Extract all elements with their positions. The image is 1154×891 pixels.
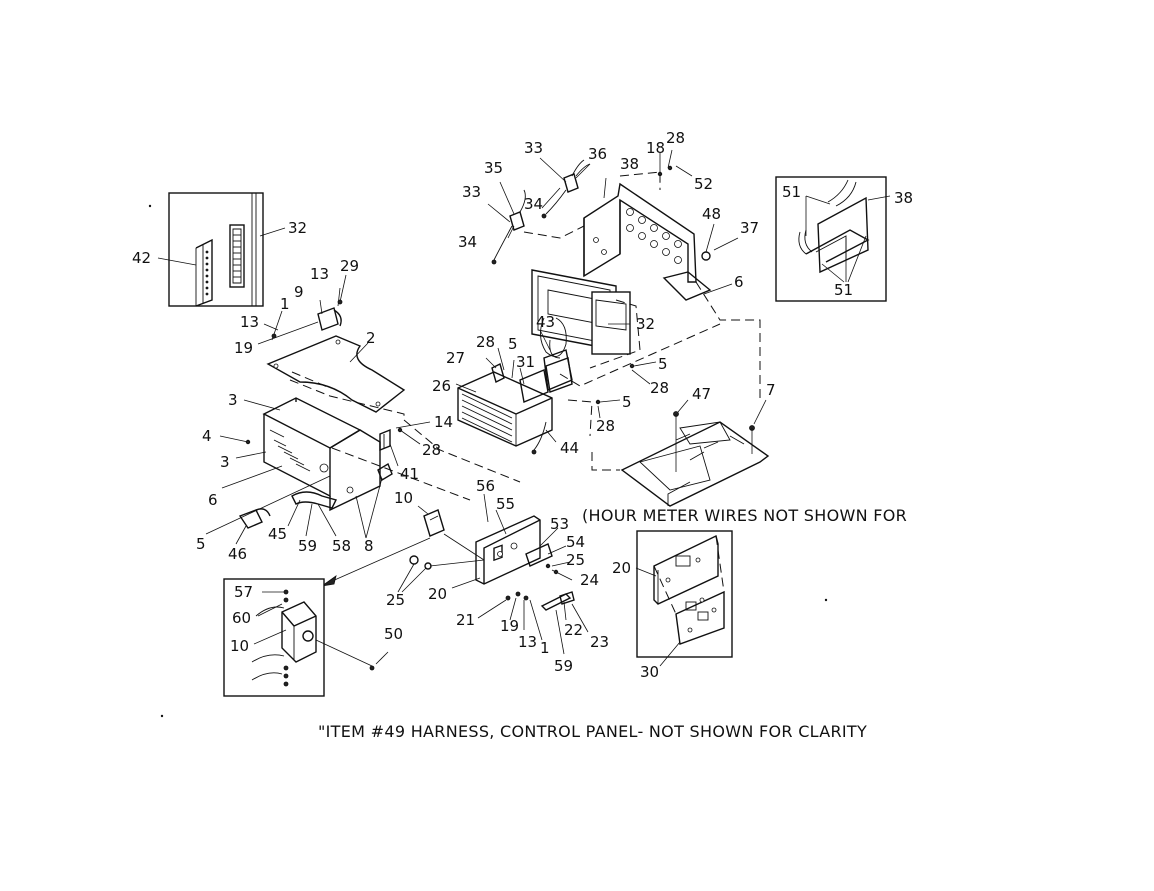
callout-21: 21 — [456, 612, 475, 628]
callout-55: 55 — [496, 496, 515, 512]
callout-18: 18 — [646, 140, 665, 156]
callout-60: 60 — [232, 610, 251, 626]
callout-9: 9 — [294, 284, 304, 300]
callout-25: 25 — [386, 592, 405, 608]
callout-5: 5 — [196, 536, 206, 552]
control-box-housing — [206, 398, 380, 534]
callout-43: 43 — [536, 314, 555, 330]
callout-6: 6 — [734, 274, 744, 290]
lower-left-small-parts — [236, 464, 392, 544]
callout-58: 58 — [332, 538, 351, 554]
callout-38: 38 — [894, 190, 913, 206]
callout-32: 32 — [636, 316, 655, 332]
harness-note: "ITEM #49 HARNESS, CONTROL PANEL- NOT SH… — [318, 722, 867, 741]
callout-26: 26 — [432, 378, 451, 394]
callout-56: 56 — [476, 478, 495, 494]
callout-37: 37 — [740, 220, 759, 236]
callout-3: 3 — [228, 392, 238, 408]
callout-59: 59 — [298, 538, 317, 554]
callout-45: 45 — [268, 526, 287, 542]
callout-8: 8 — [364, 538, 374, 554]
callout-10: 10 — [394, 490, 413, 506]
callout-50: 50 — [384, 626, 403, 642]
callout-33: 33 — [524, 140, 543, 156]
callout-6: 6 — [208, 492, 218, 508]
callout-2: 2 — [366, 330, 376, 346]
callout-46: 46 — [228, 546, 247, 562]
callout-5: 5 — [658, 356, 668, 372]
callout-28: 28 — [476, 334, 495, 350]
callout-34: 34 — [524, 196, 543, 212]
callout-20: 20 — [612, 560, 631, 576]
callout-3: 3 — [220, 454, 230, 470]
callout-19: 19 — [234, 340, 253, 356]
callout-4: 4 — [202, 428, 212, 444]
callout-22: 22 — [564, 622, 583, 638]
callout-13: 13 — [310, 266, 329, 282]
callout-42: 42 — [132, 250, 151, 266]
callout-19: 19 — [500, 618, 519, 634]
callout-41: 41 — [400, 466, 419, 482]
callout-28: 28 — [650, 380, 669, 396]
callout-32: 32 — [288, 220, 307, 236]
callout-53: 53 — [550, 516, 569, 532]
callout-33: 33 — [462, 184, 481, 200]
callout-57: 57 — [234, 584, 253, 600]
callout-28: 28 — [596, 418, 615, 434]
callout-1: 1 — [540, 640, 550, 656]
callout-35: 35 — [484, 160, 503, 176]
callout-10: 10 — [230, 638, 249, 654]
callout-30: 30 — [640, 664, 659, 680]
callout-5: 5 — [622, 394, 632, 410]
callout-47: 47 — [692, 386, 711, 402]
rear-panel-assembly — [322, 494, 588, 654]
callout-48: 48 — [702, 206, 721, 222]
callout-54: 54 — [566, 534, 585, 550]
callout-27: 27 — [446, 350, 465, 366]
callout-5: 5 — [508, 336, 518, 352]
callout-24: 24 — [580, 572, 599, 588]
connector-detail-inset — [158, 193, 285, 306]
callout-28: 28 — [666, 130, 685, 146]
callout-44: 44 — [560, 440, 579, 456]
callout-7: 7 — [766, 382, 776, 398]
callout-31: 31 — [516, 354, 535, 370]
panel-detail-inset — [636, 531, 732, 666]
callout-14: 14 — [434, 414, 453, 430]
callout-51: 51 — [782, 184, 801, 200]
base-plate — [560, 324, 768, 506]
callout-13: 13 — [518, 634, 537, 650]
callout-51: 51 — [834, 282, 853, 298]
callout-29: 29 — [340, 258, 359, 274]
callout-13: 13 — [240, 314, 259, 330]
callout-34: 34 — [458, 234, 477, 250]
callout-1: 1 — [280, 296, 290, 312]
callout-36: 36 — [588, 146, 607, 162]
callout-38: 38 — [620, 156, 639, 172]
callout-25: 25 — [566, 552, 585, 568]
callout-20: 20 — [428, 586, 447, 602]
callout-59: 59 — [554, 658, 573, 674]
hour-meter-note: (HOUR METER WIRES NOT SHOWN FOR — [582, 506, 907, 525]
callout-28: 28 — [422, 442, 441, 458]
callout-23: 23 — [590, 634, 609, 650]
housing-vents — [270, 430, 310, 471]
part-2-top-plate — [268, 336, 404, 412]
callout-52: 52 — [694, 176, 713, 192]
